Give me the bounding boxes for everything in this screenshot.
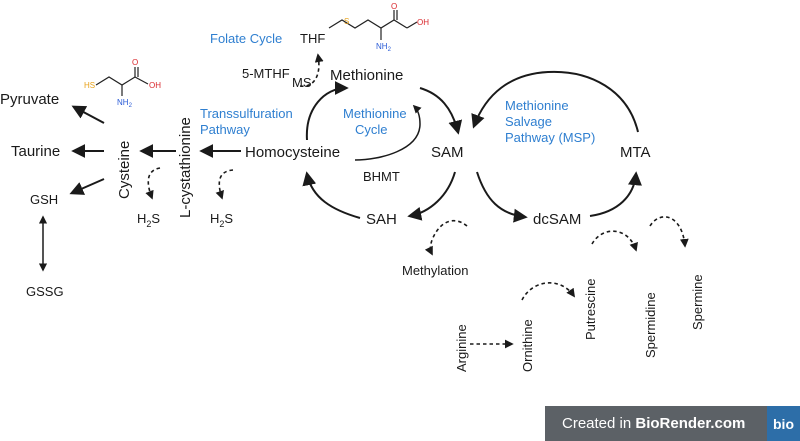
homocysteine-label: Homocysteine — [245, 144, 340, 161]
five-mthf-label: 5-MTHF — [242, 66, 290, 81]
dashed-arrow-h2s-2 — [215, 169, 234, 200]
h2s-label-1: H2S — [137, 211, 160, 229]
cys-oxygen-label: O — [132, 58, 138, 67]
cys-amine-label: NH2 — [117, 98, 133, 109]
arginine-label: Arginine — [454, 324, 469, 372]
transsulfuration-label-line2: Pathway — [200, 122, 250, 137]
sulfur-label: S — [344, 17, 349, 26]
oxygen-label: O — [391, 2, 397, 11]
arrow-mta-to-methionine-salvage — [471, 70, 639, 133]
arrow-cysteine-to-gsh — [69, 178, 105, 195]
msp-label-line1: Methionine — [505, 98, 569, 113]
taurine-label: Taurine — [11, 143, 60, 160]
l-cystathionine-label: L-cystathionine — [177, 117, 194, 218]
dashed-arrow-methylation — [424, 219, 468, 256]
thf-label: THF — [300, 31, 325, 46]
dashed-arrow-folate-ms — [299, 53, 324, 87]
hydroxyl-label: OH — [417, 18, 429, 27]
methionine-cycle-label-line1: Methionine — [343, 106, 407, 121]
spermidine-label: Spermidine — [643, 292, 658, 358]
arrow-bhmt — [354, 104, 422, 161]
amine-label: NH2 — [376, 42, 392, 53]
sam-label: SAM — [431, 144, 464, 161]
cys-hydroxyl-label: OH — [149, 81, 161, 90]
arrow-sam-to-dcsam — [476, 171, 528, 223]
ornithine-label: Ornithine — [520, 319, 535, 372]
dashed-arrow-putrescine-spermidine — [591, 230, 638, 252]
spermine-label: Spermine — [690, 274, 705, 330]
biorender-badge-text: Created in BioRender.com — [562, 415, 746, 432]
cysteine-label: Cysteine — [116, 141, 133, 199]
dashed-arrow-ornithine-putrescine — [521, 282, 576, 301]
methionine-label: Methionine — [330, 67, 403, 84]
methylation-label: Methylation — [402, 263, 468, 278]
sah-label: SAH — [366, 211, 397, 228]
arrow-homocysteine-to-methionine — [305, 81, 349, 141]
methionine-cycle-label-line2: Cycle — [355, 122, 388, 137]
h2s-label-2: H2S — [210, 211, 233, 229]
putrescine-label: Putrescine — [583, 279, 598, 340]
arrow-sah-to-homocysteine — [302, 171, 361, 219]
msp-label-line3: Pathway (MSP) — [505, 130, 595, 145]
biorender-logo-icon: bio — [767, 406, 800, 441]
gssg-label: GSSG — [26, 284, 64, 299]
mta-label: MTA — [620, 144, 651, 161]
dashed-arrow-spermidine-spermine — [649, 216, 689, 248]
cysteine-structure: HS O OH NH2 — [84, 58, 161, 109]
arrow-dcsam-to-mta — [589, 171, 642, 217]
arrow-cysteine-to-pyruvate — [71, 105, 105, 124]
thiol-label: HS — [84, 81, 95, 90]
pyruvate-label: Pyruvate — [0, 91, 59, 108]
dcsam-label: dcSAM — [533, 211, 581, 228]
dashed-arrow-h2s-1 — [145, 167, 161, 200]
transsulfuration-label-line1: Transsulfuration — [200, 106, 293, 121]
methionine-structure: S O OH NH2 — [328, 2, 429, 53]
biorender-badge[interactable]: Created in BioRender.com bio — [545, 406, 800, 441]
arrow-sam-to-sah — [407, 171, 456, 221]
gsh-label: GSH — [30, 192, 58, 207]
bhmt-enzyme-label: BHMT — [363, 169, 400, 184]
msp-label-line2: Salvage — [505, 114, 552, 129]
ms-enzyme-label: MS — [292, 75, 312, 90]
folate-cycle-label: Folate Cycle — [210, 31, 282, 46]
arrow-methionine-to-sam — [419, 87, 463, 135]
